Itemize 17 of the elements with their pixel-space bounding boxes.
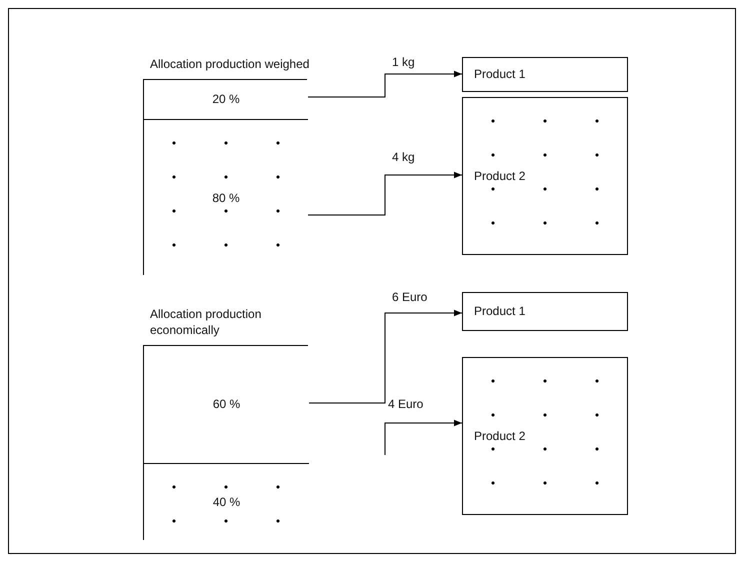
edge-label: 4 kg: [390, 150, 417, 164]
product-label: Product 2: [473, 168, 526, 184]
edge-label: 1 kg: [390, 55, 417, 69]
box-heading: Allocation production economically: [150, 306, 262, 338]
arrow: [308, 310, 462, 404]
dotted-product-box: [462, 97, 628, 255]
percentage-label: 80 %: [211, 190, 241, 206]
arrow: [306, 172, 462, 216]
edge-label: 6 Euro: [390, 290, 430, 304]
edge-label: 4 Euro: [386, 397, 426, 411]
product-box: [462, 292, 628, 331]
product-label: Product 2: [473, 428, 526, 444]
arrow: [306, 70, 462, 98]
product-box: [462, 57, 628, 92]
box-heading: Allocation production weighed: [150, 56, 310, 72]
dotted-product-box: [462, 357, 628, 515]
arrow: [384, 420, 462, 456]
